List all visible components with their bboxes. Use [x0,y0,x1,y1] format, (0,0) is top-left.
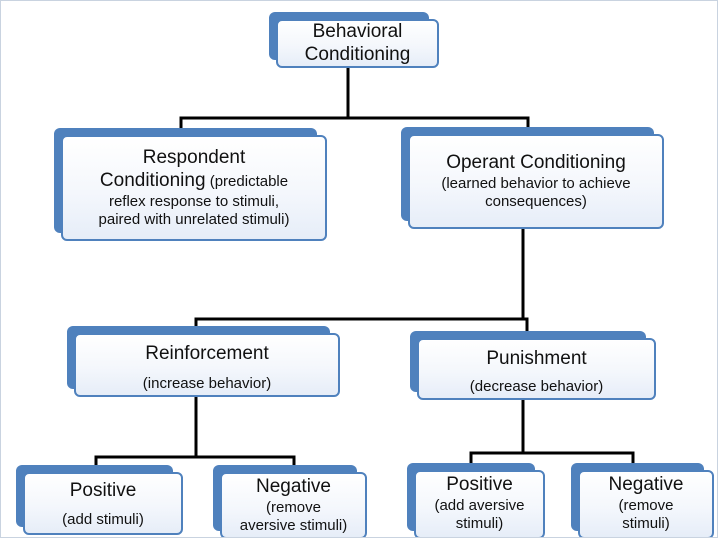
operant-line3: consequences) [485,192,587,210]
punishment-title: Punishment [486,348,587,369]
node-reinforcement: Reinforcement (increase behavior) [67,326,340,397]
pun-negative-line3: stimuli) [622,514,670,532]
node-behavioral-conditioning: Behavioral Conditioning [269,12,439,68]
node-reinforcement-positive: Positive (add stimuli) [16,465,183,535]
behavioral-line2: Conditioning [304,43,411,65]
punishment-desc: (decrease behavior) [469,378,604,395]
reinf-negative-title: Negative [256,476,331,497]
respondent-line2-main: Conditioning [99,170,206,191]
node-punishment: Punishment (decrease behavior) [410,331,656,400]
node-punishment-negative: Negative (remove stimuli) [571,463,714,537]
behavioral-line1: Behavioral [312,20,403,42]
reinforcement-title: Reinforcement [145,343,269,364]
node-operant-conditioning: Operant Conditioning (learned behavior t… [401,127,664,229]
operant-title: Operant Conditioning [446,152,626,174]
node-reinforcement-negative: Negative (remove aversive stimuli) [213,465,367,537]
pun-positive-line2: (add aversive [434,496,525,514]
pun-positive-line3: stimuli) [455,514,504,532]
respondent-line2-sub: (predictable [205,173,289,190]
pun-negative-title: Negative [608,474,684,495]
reinf-positive-title: Positive [69,480,137,501]
reinf-negative-line2: (remove [265,498,321,516]
node-respondent-conditioning: Respondent Conditioning (predictable ref… [54,128,327,241]
respondent-line1: Respondent [142,147,246,169]
pun-negative-line2: (remove [618,496,674,514]
reinf-positive-desc: (add stimuli) [62,510,144,528]
node-punishment-positive: Positive (add aversive stimuli) [407,463,545,537]
pun-positive-title: Positive [446,474,513,495]
reinf-negative-line3: aversive stimuli) [239,516,348,534]
reinforcement-desc: (increase behavior) [142,375,272,392]
operant-line2: (learned behavior to achieve [441,174,631,192]
respondent-line4: paired with unrelated stimuli) [98,210,290,228]
respondent-line3: reflex response to stimuli, [108,192,280,210]
